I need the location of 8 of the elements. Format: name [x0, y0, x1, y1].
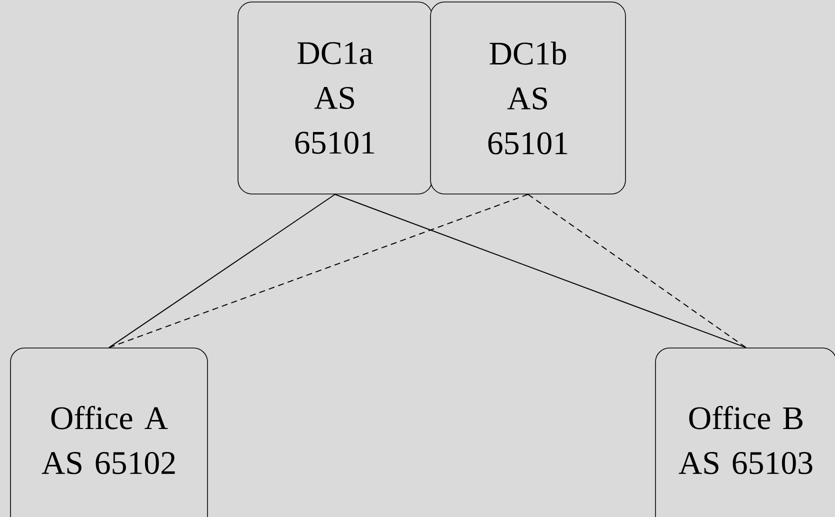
- connector-line: [334, 194, 746, 348]
- router-box: Office B AS 65103: [655, 348, 835, 517]
- router-box: Office A AS 65102: [10, 348, 208, 517]
- connector-line: [108, 194, 336, 348]
- connector-line: [528, 194, 746, 348]
- connector-line: [108, 194, 528, 348]
- router-box: DC1a AS 65101: [238, 2, 432, 194]
- router-box: DC1b AS 65101: [430, 2, 626, 194]
